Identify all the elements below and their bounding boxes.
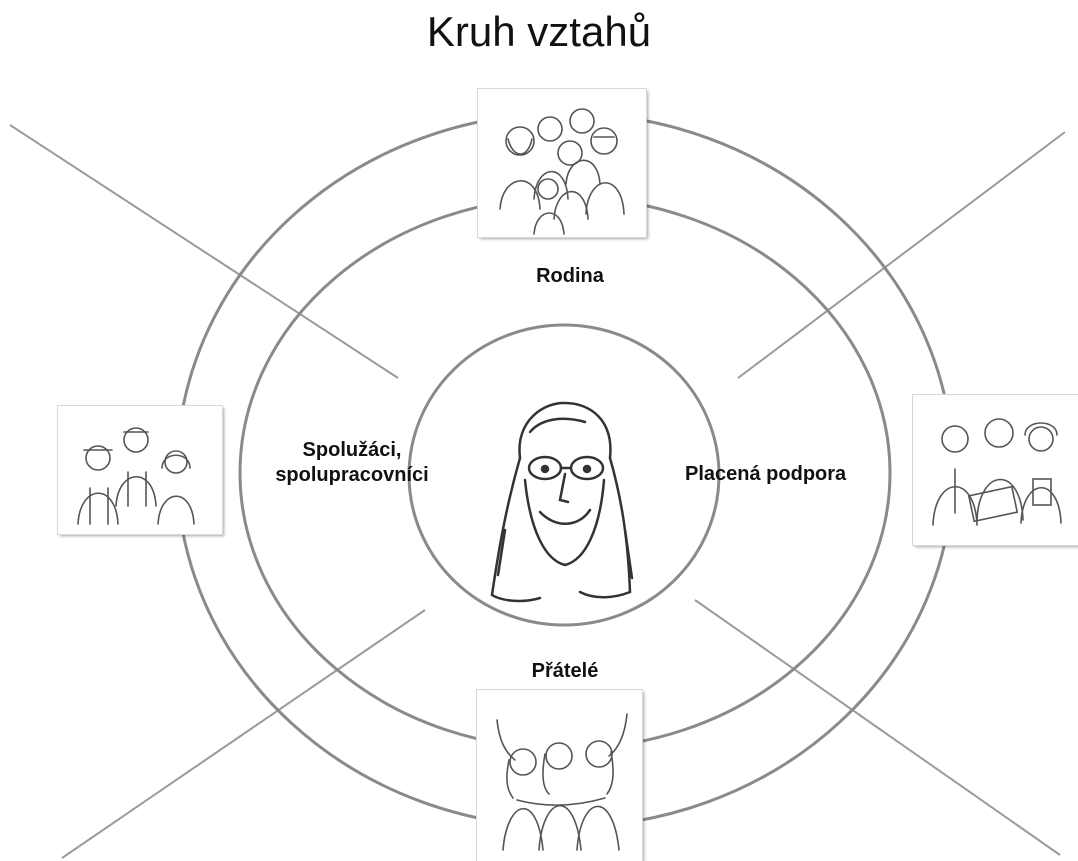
diagram-title: Kruh vztahů: [426, 8, 652, 55]
spoke-bottom-left: [61, 609, 426, 859]
photo-friends: [476, 689, 643, 861]
label-coworkers: Spolužáci, spolupracovníci: [252, 438, 452, 488]
spoke-bottom-right: [694, 599, 1061, 856]
label-coworkers-line1: Spolužáci,: [302, 439, 402, 461]
friends-cheering-icon: [496, 713, 628, 851]
label-paid-support: Placená podpora: [685, 463, 847, 485]
label-friends: Přátelé: [531, 660, 599, 682]
family-group-icon: [499, 108, 625, 235]
spoke-top-left: [9, 124, 399, 379]
inner-ring: [407, 323, 721, 627]
label-coworkers-line2: spolupracovníci: [275, 464, 429, 486]
coworkers-group-icon: [77, 427, 195, 525]
photo-coworkers: [57, 405, 223, 535]
photo-paid-support: [912, 394, 1078, 546]
support-staff-group-icon: [932, 418, 1062, 526]
spoke-top-right: [737, 131, 1066, 379]
photo-family: [477, 88, 647, 238]
woman-portrait-icon: [490, 401, 634, 603]
label-family: Rodina: [536, 265, 604, 287]
